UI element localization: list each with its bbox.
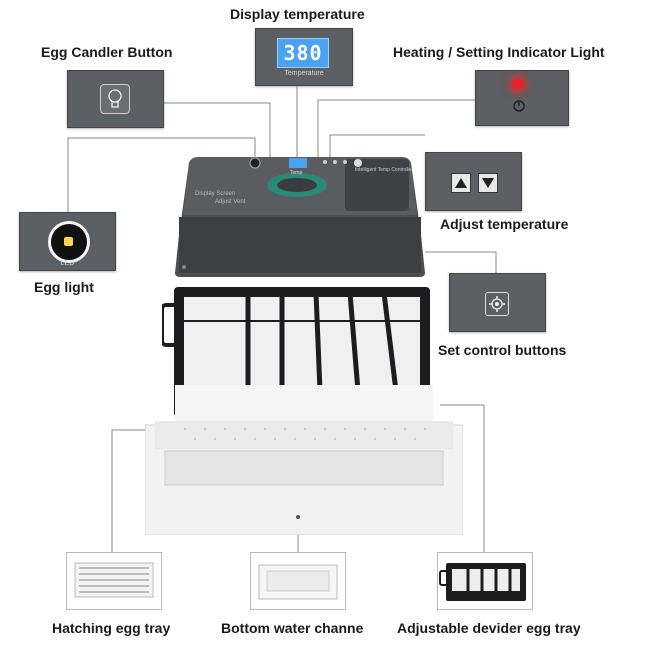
divider-tray-thumb	[437, 552, 533, 610]
temperature-display: 380	[277, 38, 329, 68]
hatching-egg-tray-thumb	[66, 552, 162, 610]
led-caption: LED	[20, 260, 115, 267]
gear-icon	[486, 293, 508, 315]
display-temperature-panel: 380 Temperature	[255, 28, 353, 86]
heating-indicator-light	[512, 78, 524, 90]
egg-candler-button[interactable]	[100, 84, 130, 114]
label-egg-light: Egg light	[34, 279, 94, 295]
up-arrow-icon	[452, 174, 470, 192]
set-control-button[interactable]	[485, 292, 509, 316]
water-base	[145, 385, 463, 535]
label-adjust-temperature: Adjust temperature	[440, 216, 568, 232]
lid-left-text-2: Adjust Vent	[215, 199, 245, 205]
label-heating-indicator: Heating / Setting Indicator Light	[393, 44, 605, 60]
lightbulb-icon	[101, 85, 129, 113]
egg-light-panel: LED	[19, 212, 116, 271]
set-control-panel	[449, 273, 546, 332]
water-channel-thumb	[250, 552, 346, 610]
lid-panel-text: Temp	[290, 170, 302, 176]
label-display-temperature: Display temperature	[230, 6, 365, 22]
egg-light	[48, 221, 90, 263]
egg-candler-panel	[67, 70, 164, 128]
lid-left-text: Display Screen	[195, 191, 235, 197]
heating-indicator-panel	[475, 70, 569, 126]
label-hatching-egg-tray: Hatching egg tray	[52, 620, 170, 636]
lid-right-text: Intelligent Temp Controller	[355, 167, 413, 173]
down-arrow-icon	[479, 174, 497, 192]
label-set-control-buttons: Set control buttons	[438, 342, 566, 358]
up-arrow-button[interactable]	[451, 173, 471, 193]
power-icon[interactable]	[512, 99, 526, 113]
temperature-value: 380	[283, 41, 322, 65]
incubator-lid: Display Screen Adjust Vent Temp Intellig…	[175, 155, 425, 277]
label-adjustable-divider-tray: Adjustable devider egg tray	[397, 620, 581, 636]
label-egg-candler-button: Egg Candler Button	[41, 44, 172, 60]
adjust-temperature-panel	[425, 152, 522, 211]
temperature-caption: Temperature	[256, 70, 352, 77]
down-arrow-button[interactable]	[478, 173, 498, 193]
label-bottom-water-channel: Bottom water channe	[221, 620, 363, 636]
